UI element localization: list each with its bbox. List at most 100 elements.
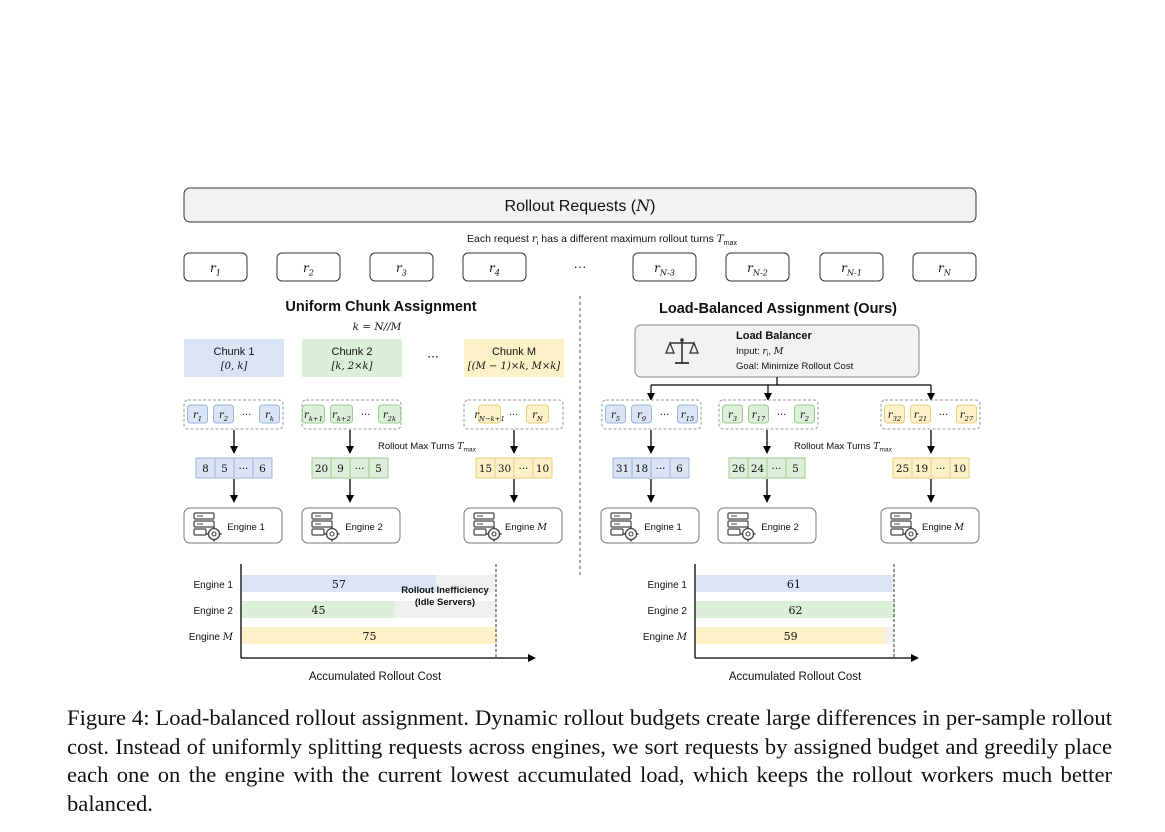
request-box-frame <box>819 252 884 282</box>
chunk-label: Chunk 1 <box>214 346 255 358</box>
group-ellipsis: ··· <box>660 410 670 421</box>
turns-value: 31 <box>616 463 629 475</box>
request-ellipsis: ··· <box>574 259 587 274</box>
engine-label: Engine 1 <box>644 522 682 533</box>
cost-row-label: Engine 1 <box>194 580 234 591</box>
cost-value: 62 <box>789 604 803 617</box>
cost-bar <box>242 627 497 644</box>
request-chip <box>631 404 652 424</box>
cost-value: 61 <box>787 578 801 591</box>
turns-value: 30 <box>498 463 511 475</box>
uniform-formula: k = N//M <box>353 321 402 333</box>
request-box: rN <box>912 252 977 282</box>
cost-value: 75 <box>363 630 377 643</box>
request-chip-label: rk+2 <box>332 410 351 423</box>
request-chip <box>794 404 815 424</box>
request-box-frame <box>369 252 434 282</box>
uniform-title: Uniform Chunk Assignment <box>285 299 476 315</box>
request-chip <box>478 404 501 424</box>
turns-value: 6 <box>259 463 266 475</box>
request-box-frame <box>276 252 341 282</box>
engine-box: Engine 2 <box>717 507 817 544</box>
chunk-box: Chunk M [(M − 1)×k, M×k] <box>464 339 564 377</box>
turns-value: 25 <box>896 463 909 475</box>
engine-box: Engine 2 <box>301 507 401 544</box>
request-chip-label: r2 <box>800 410 809 423</box>
request-chip-label: rk <box>265 410 274 423</box>
engine-label: Engine 1 <box>227 522 265 533</box>
cost-row-label: Engine M <box>189 632 234 643</box>
request-chip <box>910 404 931 424</box>
turns-value: 24 <box>751 463 765 475</box>
group-ellipsis: ··· <box>939 410 949 421</box>
request-chip-label: r15 <box>681 410 694 423</box>
request-chip <box>956 404 977 424</box>
chunk-label: Chunk M <box>492 346 536 358</box>
cost-value: 57 <box>332 578 346 591</box>
chunk-range: [(M − 1)×k, M×k] <box>468 361 561 372</box>
request-chip-label: r21 <box>914 410 927 423</box>
request-chip-label: r2k <box>383 410 396 423</box>
turns-value: 10 <box>953 463 966 475</box>
chunk-box: Chunk 1[0, k] <box>184 339 284 377</box>
chunk-label: Chunk 2 <box>332 346 373 358</box>
request-box: rN-1 <box>819 252 884 282</box>
idle-annotation: (Idle Servers) <box>415 597 475 608</box>
cost-row-label: Engine 1 <box>648 580 688 591</box>
request-box: r4 <box>462 252 527 282</box>
turns-cell <box>368 457 389 479</box>
cost-bar <box>696 575 892 592</box>
scale-icon <box>665 338 699 364</box>
request-label: rN-3 <box>654 261 675 278</box>
request-chip-label: rk+1 <box>304 410 323 423</box>
turns-value: 18 <box>635 463 648 475</box>
balancer-goal: Goal: Minimize Rollout Cost <box>736 361 854 372</box>
turns-value: 6 <box>676 463 683 475</box>
cost-bar <box>242 601 395 618</box>
request-chip <box>213 404 234 424</box>
turns-value: ··· <box>238 463 248 475</box>
turns-cell <box>785 457 806 479</box>
turns-value: 5 <box>375 463 382 475</box>
request-chip-label: r32 <box>888 410 901 423</box>
engine-label: Engine 2 <box>761 522 799 533</box>
cost-xlabel: Accumulated Rollout Cost <box>729 671 862 683</box>
request-chip <box>378 404 401 424</box>
chunk-fill <box>464 339 564 377</box>
cost-value: 45 <box>312 604 326 617</box>
chunk-box: Chunk 2 [k, 2×k] <box>302 339 402 377</box>
turns-cell <box>532 457 553 479</box>
group-ellipsis: ··· <box>361 410 371 421</box>
request-chip-label: r2 <box>219 410 228 423</box>
request-box: rN-3 <box>632 252 697 282</box>
turns-label: Rollout Max Turns Tmax <box>378 441 477 454</box>
turns-value: 9 <box>337 463 344 475</box>
cost-row-label: Engine M <box>643 632 688 643</box>
engine-box: Engine 1 <box>600 507 700 544</box>
request-label: rN <box>938 261 952 278</box>
cost-bar <box>696 601 895 618</box>
request-chip <box>748 404 769 424</box>
request-chip-label: rN−k+1 <box>474 410 505 423</box>
cost-bar <box>696 627 886 644</box>
request-label: r1 <box>210 261 221 278</box>
uniform-assignment: Chunk 1[0, k] Chunk 2 [k, 2×k] Chunk M [(M −… <box>183 339 564 544</box>
chunk-range: [k, 2×k] <box>331 361 372 372</box>
engine-label: Engine 2 <box>345 522 383 533</box>
rollout-requests-header <box>183 187 977 223</box>
turns-cell <box>949 457 970 479</box>
request-label: r4 <box>489 261 500 278</box>
